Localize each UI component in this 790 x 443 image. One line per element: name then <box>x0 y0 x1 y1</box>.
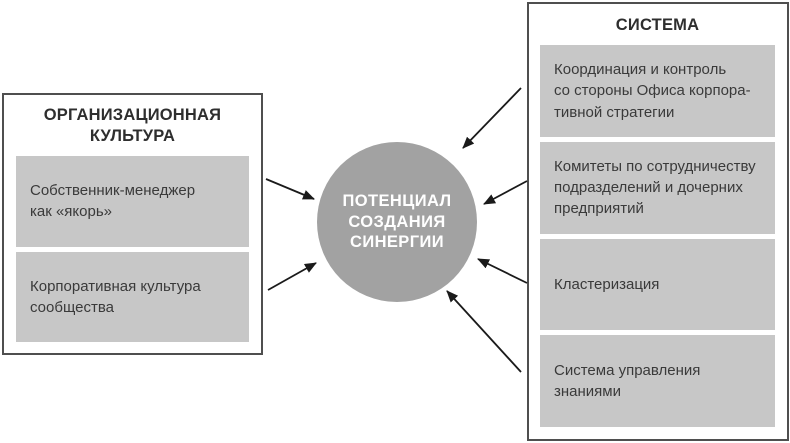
synergy-potential-circle: ПОТЕНЦИАЛ СОЗДАНИЯ СИНЕРГИИ <box>317 142 477 302</box>
org-culture-item-owner-manager: Собственник-менеджер как «якорь» <box>16 156 249 247</box>
org-culture-items: Собственник-менеджер как «якорь» Корпора… <box>16 156 249 342</box>
arrow-right-3 <box>477 258 528 284</box>
arrow-right-2 <box>483 180 528 205</box>
system-items: Координация и контроль со стороны Офиса … <box>540 45 775 427</box>
org-culture-box: ОРГАНИЗАЦИОННАЯ КУЛЬТУРА Собственник-мен… <box>2 93 263 355</box>
arrow-right-1 <box>462 87 522 149</box>
system-item-clustering: Кластеризация <box>540 238 775 331</box>
system-item-coordination-control: Координация и контроль со стороны Офиса … <box>540 45 775 137</box>
arrow-left-bottom <box>267 262 317 291</box>
org-culture-title: ОРГАНИЗАЦИОННАЯ КУЛЬТУРА <box>43 106 222 146</box>
system-item-knowledge-management: Система управления знаниями <box>540 335 775 427</box>
arrow-right-4 <box>446 290 522 373</box>
system-item-committees: Комитеты по сотрудничеству подразделений… <box>540 141 775 234</box>
org-culture-item-community-culture: Корпоративная культура сообщества <box>16 251 249 342</box>
arrow-left-top <box>265 178 315 200</box>
system-box: СИСТЕМА Координация и контроль со сторон… <box>527 2 789 441</box>
system-title: СИСТЕМА <box>615 16 700 34</box>
